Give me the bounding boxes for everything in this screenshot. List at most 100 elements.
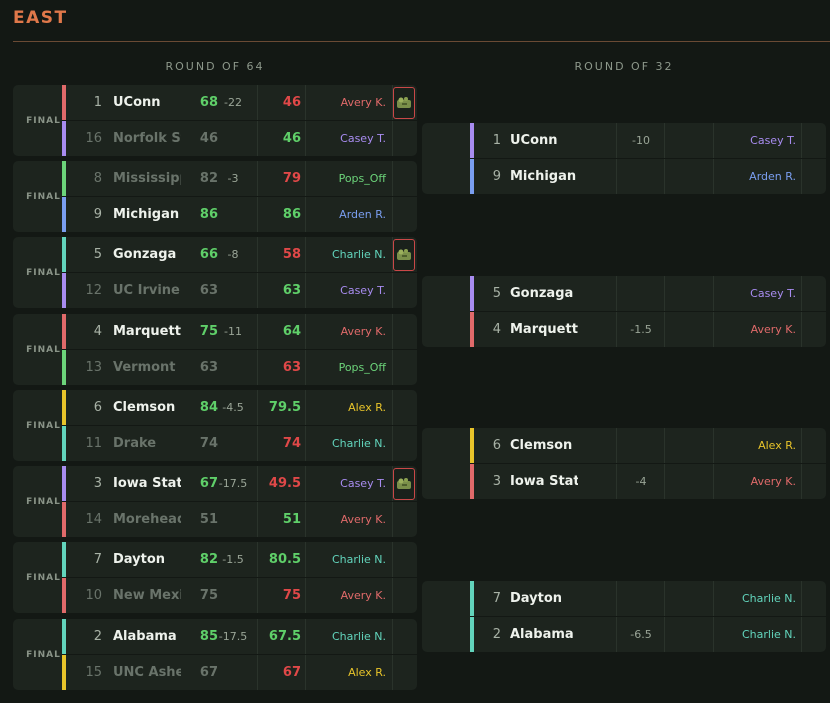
team-color-bar <box>62 466 66 502</box>
pick-score: 67 <box>282 665 301 680</box>
pick-score: 79.5 <box>268 400 301 415</box>
team-color-bar <box>62 390 66 426</box>
team-score: 82 <box>199 171 218 186</box>
team-row[interactable]: 2 Alabama 85 -17.5 67.5 Charlie N. <box>62 619 417 655</box>
team-color-bar <box>62 426 66 461</box>
picker-name: Pops_Off <box>338 172 386 185</box>
r64-game[interactable]: FINAL 3 Iowa State 67 -17.5 49.5 Casey T… <box>13 466 417 537</box>
team-name: Michigan St <box>510 169 578 184</box>
r64-game[interactable]: FINAL 2 Alabama 85 -17.5 67.5 Charlie N.… <box>13 619 417 690</box>
team-row[interactable]: 1 UConn 68 -22 46 Avery K. <box>62 85 417 121</box>
team-color-bar <box>62 542 66 578</box>
team-row[interactable]: 16 Norfolk St 46 46 Casey T. <box>62 120 417 156</box>
team-name: Dayton <box>510 591 563 606</box>
r64-game[interactable]: FINAL 1 UConn 68 -22 46 Avery K. 16 Norf… <box>13 85 417 156</box>
team-row[interactable]: 1 UConn -10 Casey T. <box>470 123 826 159</box>
picker-name: Avery K. <box>340 513 386 526</box>
picker-name: Casey T. <box>340 132 386 145</box>
picker-name: Avery K. <box>750 323 796 336</box>
r32-game[interactable]: 7 Dayton Charlie N. 2 Alabama -6.5 Charl… <box>422 581 826 652</box>
team-row[interactable]: 12 UC Irvine 63 63 Casey T. <box>62 272 417 308</box>
team-seed: 9 <box>93 207 102 222</box>
team-row[interactable]: 13 Vermont 63 63 Pops_Off <box>62 349 417 385</box>
team-score: 63 <box>199 360 218 375</box>
pick-score: 80.5 <box>268 552 301 567</box>
team-row[interactable]: 4 Marquette -1.5 Avery K. <box>470 311 826 347</box>
team-row[interactable]: 6 Clemson 84 -4.5 79.5 Alex R. <box>62 390 417 426</box>
favorite-icon[interactable] <box>393 468 415 500</box>
game-status: FINAL <box>26 572 61 583</box>
spread: -3 <box>227 172 239 185</box>
region-title: EAST <box>13 8 68 28</box>
round-label-64: ROUND OF 64 <box>165 60 265 73</box>
team-score: 85 <box>199 629 218 644</box>
pick-score: 63 <box>282 360 301 375</box>
team-score: 75 <box>199 324 218 339</box>
pick-score: 79 <box>282 171 301 186</box>
picker-name: Avery K. <box>340 96 386 109</box>
team-seed: 13 <box>85 360 102 375</box>
team-seed: 5 <box>492 286 501 301</box>
team-score: 75 <box>199 588 218 603</box>
team-name: Drake <box>113 436 157 451</box>
r32-game[interactable]: 5 Gonzaga Casey T. 4 Marquette -1.5 Aver… <box>422 276 826 347</box>
r32-game[interactable]: 6 Clemson Alex R. 3 Iowa State -4 Avery … <box>422 428 826 499</box>
picker-name: Charlie N. <box>331 248 386 261</box>
pick-score: 46 <box>282 95 301 110</box>
picker-name: Alex R. <box>348 666 386 679</box>
team-row[interactable]: 2 Alabama -6.5 Charlie N. <box>470 616 826 652</box>
team-row[interactable]: 15 UNC Asheville 67 67 Alex R. <box>62 654 417 690</box>
favorite-icon[interactable] <box>393 87 415 119</box>
team-color-bar <box>62 197 66 232</box>
team-name: Clemson <box>113 400 176 415</box>
team-name: Gonzaga <box>510 286 574 301</box>
team-row[interactable]: 9 Michigan St 86 86 Arden R. <box>62 196 417 232</box>
pick-score: 75 <box>282 588 301 603</box>
team-seed: 8 <box>93 171 102 186</box>
team-row[interactable]: 4 Marquette 75 -11 64 Avery K. <box>62 314 417 350</box>
team-color-bar <box>470 159 474 194</box>
team-name: Marquette <box>113 324 181 339</box>
team-row[interactable]: 14 Morehead St 51 51 Avery K. <box>62 501 417 537</box>
team-row[interactable]: 5 Gonzaga Casey T. <box>470 276 826 312</box>
r64-game[interactable]: FINAL 8 Mississippi 82 -3 79 Pops_Off 9 … <box>13 161 417 232</box>
team-row[interactable]: 3 Iowa State 67 -17.5 49.5 Casey T. <box>62 466 417 502</box>
team-row[interactable]: 8 Mississippi 82 -3 79 Pops_Off <box>62 161 417 197</box>
r64-game[interactable]: FINAL 7 Dayton 82 -1.5 80.5 Charlie N. 1… <box>13 542 417 613</box>
picker-name: Alex R. <box>758 439 796 452</box>
pick-score: 74 <box>282 436 301 451</box>
team-color-bar <box>62 350 66 385</box>
team-row[interactable]: 7 Dayton 82 -1.5 80.5 Charlie N. <box>62 542 417 578</box>
team-seed: 4 <box>492 322 501 337</box>
r64-game[interactable]: FINAL 6 Clemson 84 -4.5 79.5 Alex R. 11 … <box>13 390 417 461</box>
team-seed: 4 <box>93 324 102 339</box>
team-color-bar <box>62 502 66 537</box>
team-seed: 7 <box>93 552 102 567</box>
team-row[interactable]: 10 New Mexico 75 75 Avery K. <box>62 577 417 613</box>
favorite-icon[interactable] <box>393 239 415 271</box>
picker-name: Casey T. <box>750 287 796 300</box>
team-name: Gonzaga <box>113 247 177 262</box>
team-name: UConn <box>510 133 558 148</box>
team-row[interactable]: 9 Michigan St Arden R. <box>470 158 826 194</box>
pick-score: 49.5 <box>268 476 301 491</box>
team-score: 84 <box>199 400 218 415</box>
game-status: FINAL <box>26 496 61 507</box>
team-name: UC Irvine <box>113 283 180 298</box>
team-color-bar <box>62 237 66 273</box>
r64-game[interactable]: FINAL 4 Marquette 75 -11 64 Avery K. 13 … <box>13 314 417 385</box>
r64-game[interactable]: FINAL 5 Gonzaga 66 -8 58 Charlie N. 12 U… <box>13 237 417 308</box>
spread: -6.5 <box>630 628 652 641</box>
team-row[interactable]: 6 Clemson Alex R. <box>470 428 826 464</box>
team-row[interactable]: 11 Drake 74 74 Charlie N. <box>62 425 417 461</box>
team-color-bar <box>470 312 474 347</box>
team-row[interactable]: 3 Iowa State -4 Avery K. <box>470 463 826 499</box>
picker-name: Arden R. <box>339 208 386 221</box>
picker-name: Charlie N. <box>741 628 796 641</box>
team-row[interactable]: 7 Dayton Charlie N. <box>470 581 826 617</box>
r32-game[interactable]: 1 UConn -10 Casey T. 9 Michigan St Arden… <box>422 123 826 194</box>
team-score: 67 <box>199 476 218 491</box>
picker-name: Casey T. <box>340 284 386 297</box>
team-row[interactable]: 5 Gonzaga 66 -8 58 Charlie N. <box>62 237 417 273</box>
spread: -1.5 <box>222 553 244 566</box>
